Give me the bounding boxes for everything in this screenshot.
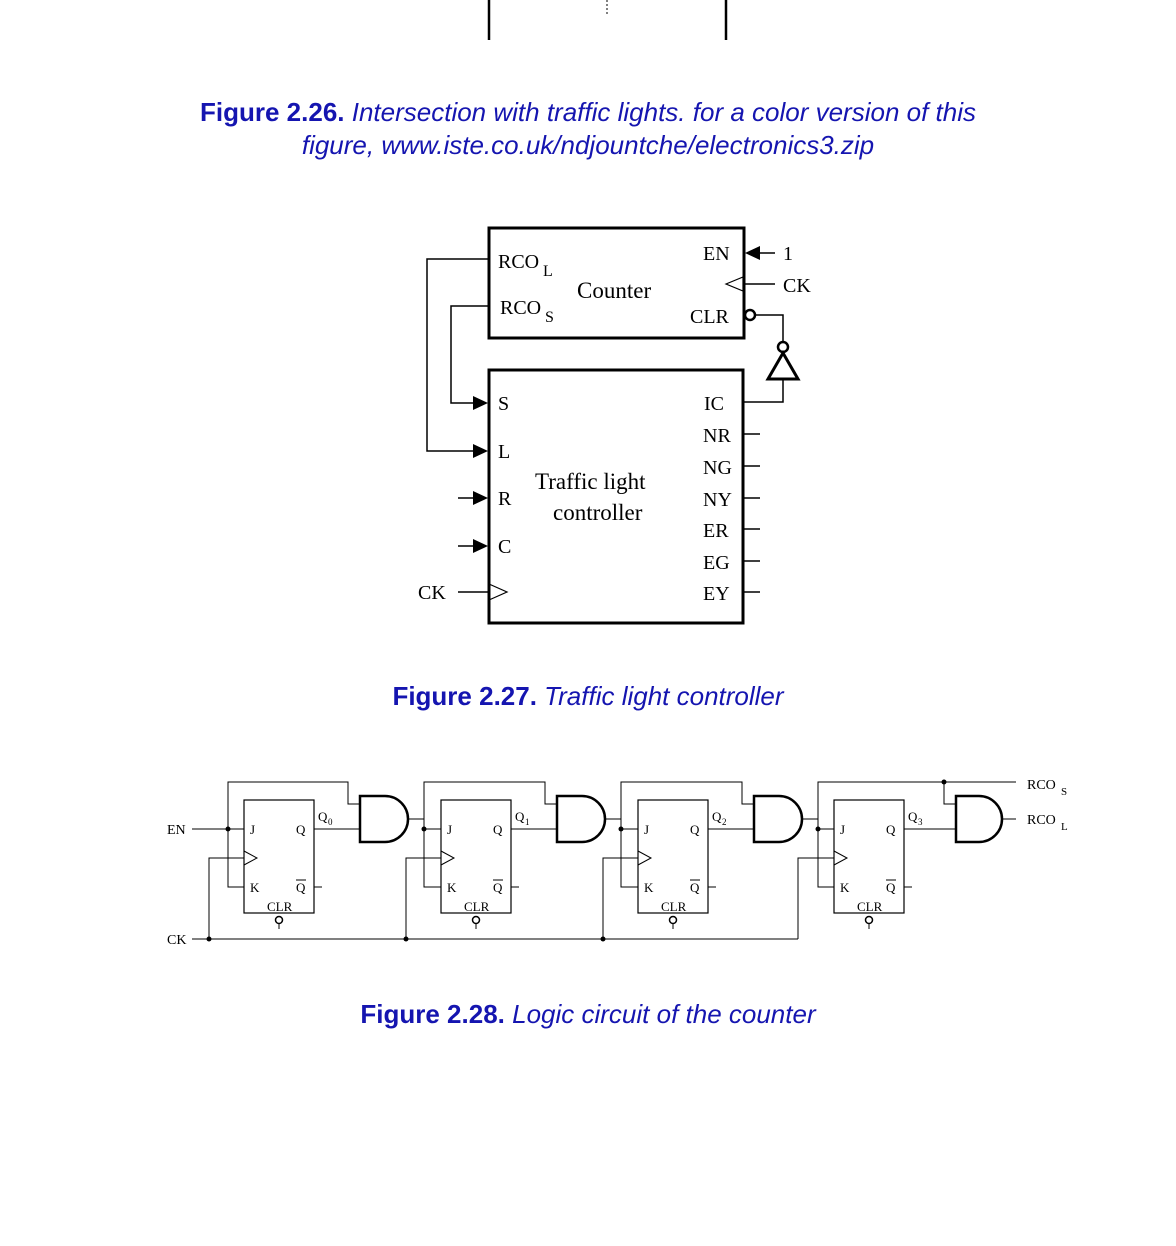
ff3-q-label: Q bbox=[886, 822, 896, 837]
counter-circuit: EN CK J K Q Q CLR Q 0 bbox=[167, 778, 1068, 948]
controller-input-r: R bbox=[498, 488, 512, 510]
figure-2-28-text: Logic circuit of the counter bbox=[512, 999, 816, 1029]
controller-title-line1: Traffic light bbox=[535, 469, 646, 494]
counter-en-input-value: 1 bbox=[783, 243, 793, 265]
and-gate-0 bbox=[358, 794, 410, 844]
figure-2-26-remnant bbox=[487, 0, 728, 40]
controller-output-ey: EY bbox=[703, 583, 730, 605]
and-gate-1 bbox=[555, 794, 607, 844]
ff2-output-sub: 2 bbox=[722, 817, 727, 827]
circuit-rco-l-label: RCO bbox=[1027, 813, 1056, 828]
ff3-k-label: K bbox=[840, 880, 850, 895]
counter-clr-bubble bbox=[743, 308, 757, 322]
ff2-output-label: Q bbox=[712, 809, 722, 824]
flipflop-3: J K Q Q CLR Q 3 bbox=[797, 781, 956, 939]
controller-output-ny: NY bbox=[703, 489, 732, 511]
ff2-clr-label: CLR bbox=[661, 899, 687, 914]
flipflop-0: J K Q Q CLR Q 0 bbox=[208, 781, 360, 939]
figure-2-26-number: Figure 2.26. bbox=[200, 97, 345, 127]
controller-input-s: S bbox=[498, 393, 509, 415]
ff3-j-label: J bbox=[840, 822, 845, 837]
counter-rco-l-sub: L bbox=[543, 263, 553, 280]
ff3-output-label: Q bbox=[908, 809, 918, 824]
controller-input-c-arrow bbox=[473, 539, 488, 553]
counter-en-label: EN bbox=[703, 243, 730, 265]
circuit-ck-label: CK bbox=[167, 933, 186, 948]
counter-block: RCO L RCO S Counter EN CLR 1 CK bbox=[487, 226, 811, 342]
counter-title: Counter bbox=[577, 278, 651, 303]
counter-rco-s-sub: S bbox=[545, 309, 554, 326]
controller-output-nr: NR bbox=[703, 425, 731, 447]
controller-ck-label: CK bbox=[418, 582, 446, 604]
and-gate-2 bbox=[752, 794, 804, 844]
ff0-j-label: J bbox=[250, 822, 255, 837]
ff3-output-sub: 3 bbox=[918, 817, 923, 827]
controller-title-line2: controller bbox=[553, 500, 643, 525]
inverter bbox=[743, 340, 801, 403]
ff2-qbar-label: Q bbox=[690, 880, 700, 895]
ff1-q-label: Q bbox=[493, 822, 503, 837]
inverter-triangle bbox=[765, 349, 801, 381]
ff1-k-label: K bbox=[447, 880, 457, 895]
figure-2-27-caption: Figure 2.27. Traffic light controller bbox=[0, 680, 1176, 713]
ff0-qbar-label: Q bbox=[296, 880, 306, 895]
figure-2-26-text-line2: figure, www.iste.co.uk/ndjountche/electr… bbox=[301, 130, 875, 160]
flipflop-2: J K Q Q CLR Q 2 bbox=[602, 781, 754, 939]
circuit-en-label: EN bbox=[167, 823, 186, 838]
controller-input-l-arrow bbox=[473, 444, 488, 458]
figure-2-26-caption: Figure 2.26. Intersection with traffic l… bbox=[0, 96, 1176, 162]
ff0-clr-label: CLR bbox=[267, 899, 293, 914]
ff0-q-label: Q bbox=[296, 822, 306, 837]
controller-output-eg: EG bbox=[703, 552, 730, 574]
figure-2-27-number: Figure 2.27. bbox=[392, 681, 537, 711]
figure-2-28-number: Figure 2.28. bbox=[360, 999, 505, 1029]
ff0-output-label: Q bbox=[318, 809, 328, 824]
and-gate-3 bbox=[954, 794, 1004, 844]
ff2-k-label: K bbox=[644, 880, 654, 895]
flipflop-1: J K Q Q CLR Q 1 bbox=[405, 781, 557, 939]
counter-rco-l-label: RCO bbox=[498, 251, 539, 273]
controller-input-r-arrow bbox=[473, 491, 488, 505]
counter-en-arrow bbox=[745, 246, 760, 260]
ff0-k-label: K bbox=[250, 880, 260, 895]
circuit-rco-l-sub: L bbox=[1061, 821, 1068, 833]
ff2-q-label: Q bbox=[690, 822, 700, 837]
controller-clock-triangle bbox=[488, 583, 509, 601]
counter-rco-s-label: RCO bbox=[500, 297, 541, 319]
figure-2-26-text-line1: Intersection with traffic lights. for a … bbox=[351, 97, 976, 127]
controller-block: Traffic light controller S L R C CK IC N… bbox=[418, 368, 760, 625]
controller-output-ic: IC bbox=[704, 393, 724, 415]
ff1-output-label: Q bbox=[515, 809, 525, 824]
ff2-j-label: J bbox=[644, 822, 649, 837]
controller-output-ng: NG bbox=[703, 457, 732, 479]
figure-2-28-caption: Figure 2.28. Logic circuit of the counte… bbox=[0, 998, 1176, 1031]
ff1-qbar-label: Q bbox=[493, 880, 503, 895]
ff1-j-label: J bbox=[447, 822, 452, 837]
ff0-output-sub: 0 bbox=[328, 817, 333, 827]
counter-ck-label: CK bbox=[783, 275, 811, 297]
ff3-qbar-label: Q bbox=[886, 880, 896, 895]
counter-clock-triangle bbox=[724, 276, 744, 292]
ff1-clr-label: CLR bbox=[464, 899, 490, 914]
controller-input-l: L bbox=[498, 441, 510, 463]
controller-input-s-arrow bbox=[473, 396, 488, 410]
controller-output-er: ER bbox=[703, 520, 729, 542]
controller-input-c: C bbox=[498, 536, 511, 558]
ff3-clr-label: CLR bbox=[857, 899, 883, 914]
counter-clr-label: CLR bbox=[690, 306, 730, 328]
rco-wires bbox=[426, 258, 489, 452]
ff1-output-sub: 1 bbox=[525, 817, 530, 827]
circuit-rco-s-sub: S bbox=[1061, 786, 1067, 798]
controller-box bbox=[487, 368, 745, 625]
circuit-rco-s-label: RCO bbox=[1027, 778, 1056, 793]
figure-2-27-text: Traffic light controller bbox=[544, 681, 784, 711]
counter-box bbox=[487, 226, 746, 340]
